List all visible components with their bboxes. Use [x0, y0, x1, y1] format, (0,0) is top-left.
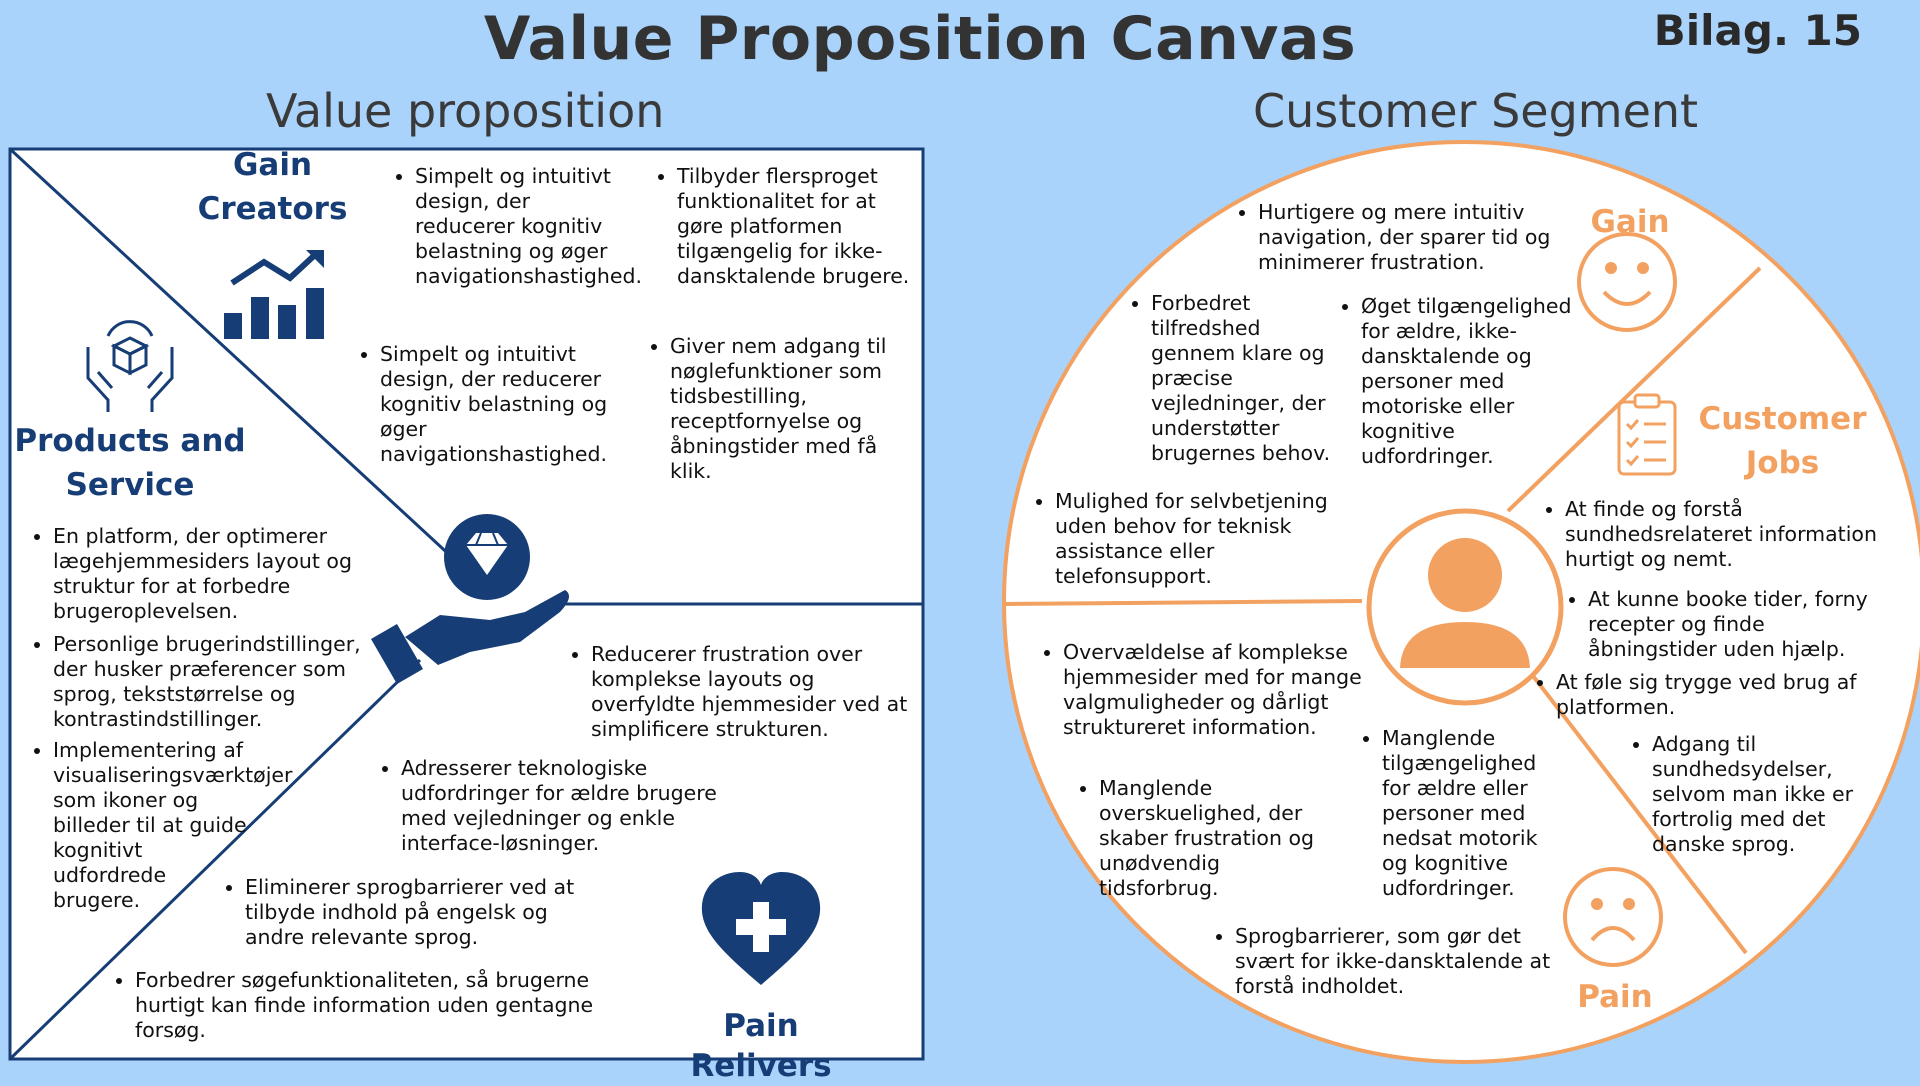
gain-item: Hurtigere og mere intuitiv navigation, d… — [1258, 200, 1573, 275]
gain-creator-block-1: Simpelt og intuitivt design, der reducer… — [390, 164, 642, 289]
appendix-label: Bilag. 15 — [1653, 6, 1862, 55]
pain-reliever-block-1: Reducerer frustration over komplekse lay… — [566, 642, 911, 742]
gain-item: Øget tilgængelighed for ældre, ikke-dans… — [1361, 294, 1581, 469]
pain-reliever-item: Reducerer frustration over komplekse lay… — [591, 642, 911, 742]
customer-job-item: At kunne booke tider, forny recepter og … — [1588, 587, 1893, 662]
customer-job-block-4: Adgang til sundhedsydelser, selvom man i… — [1627, 732, 1877, 857]
gain-creator-block-4: Giver nem adgang til nøglefunktioner som… — [645, 334, 915, 484]
products-block-1: En platform, der optimerer lægehjemmesid… — [28, 524, 383, 624]
heart-plus-icon — [701, 872, 821, 985]
pain-reliever-block-4: Forbedrer søgefunktionaliteten, så bruge… — [110, 968, 630, 1043]
customer-job-item: Adgang til sundhedsydelser, selvom man i… — [1652, 732, 1877, 857]
gain-creator-block-2: Tilbyder flersproget funktionalitet for … — [652, 164, 912, 289]
diamond-hand-icon — [371, 514, 569, 685]
product-item: Personlige brugerindstillinger, der husk… — [53, 632, 388, 732]
pain-block-4: Sprogbarrierer, som gør det svært for ik… — [1210, 924, 1560, 999]
products-block-3: Implementering af visualiseringsværktøje… — [28, 738, 292, 913]
divider-line-top — [8, 147, 457, 562]
pain-reliever-block-2: Adresserer teknologiske udfordringer for… — [376, 756, 751, 856]
pain-block-2: Manglende overskuelighed, der skaber fru… — [1074, 776, 1339, 901]
customer-job-block-3: At føle sig trygge ved brug af platforme… — [1531, 670, 1886, 720]
gain-creator-item: Simpelt og intuitivt design, der reducer… — [380, 342, 630, 467]
value-proposition-heading: Value proposition — [266, 84, 665, 138]
products-service-label: Products and Service — [14, 423, 246, 503]
pain-block-3: Manglende tilgængelighed for ældre eller… — [1357, 726, 1562, 901]
pain-reliever-block-3: Eliminerer sprogbarrierer ved at tilbyde… — [220, 875, 575, 950]
growth-chart-icon — [224, 249, 324, 339]
clipboard-icon — [1617, 393, 1677, 476]
customer-job-block-1: At finde og forstå sundhedsrelateret inf… — [1540, 497, 1880, 572]
circle-divider-left — [1003, 599, 1363, 606]
divider-line-bottom — [8, 658, 422, 1061]
circle-divider-upper-right — [1506, 266, 1762, 513]
pain-item: Sprogbarrierer, som gør det svært for ik… — [1235, 924, 1560, 999]
pain-block-1: Overvældelse af komplekse hjemmesider me… — [1038, 640, 1378, 740]
gain-creators-label: Gain Creators — [197, 147, 348, 227]
gain-label: Gain — [1590, 204, 1670, 240]
pain-item: Manglende overskuelighed, der skaber fru… — [1099, 776, 1339, 901]
sad-face-icon — [1563, 867, 1663, 967]
pain-item: Manglende tilgængelighed for ældre eller… — [1382, 726, 1562, 901]
hands-box-icon — [86, 320, 174, 412]
gain-creator-block-3: Simpelt og intuitivt design, der reducer… — [355, 342, 630, 467]
customer-job-item: At finde og forstå sundhedsrelateret inf… — [1565, 497, 1880, 572]
gain-creator-item: Simpelt og intuitivt design, der reducer… — [415, 164, 642, 289]
circle-divider-lower-right — [1528, 670, 1748, 955]
gain-block-2: Forbedret tilfredshed gennem klare og pr… — [1126, 291, 1341, 466]
product-item: Implementering af visualiseringsværktøje… — [53, 738, 292, 913]
gain-creator-item: Tilbyder flersproget funktionalitet for … — [677, 164, 912, 289]
pain-item: Overvældelse af komplekse hjemmesider me… — [1063, 640, 1378, 740]
smiley-icon — [1577, 232, 1677, 332]
customer-segment-heading: Customer Segment — [1253, 84, 1699, 138]
pain-reliever-item: Eliminerer sprogbarrierer ved at tilbyde… — [245, 875, 575, 950]
pain-reliever-item: Forbedrer søgefunktionaliteten, så bruge… — [135, 968, 630, 1043]
product-item: En platform, der optimerer lægehjemmesid… — [53, 524, 383, 624]
products-block-2: Personlige brugerindstillinger, der husk… — [28, 632, 388, 732]
user-icon — [1366, 508, 1564, 706]
pain-reliever-item: Adresserer teknologiske udfordringer for… — [401, 756, 751, 856]
gain-item: Forbedret tilfredshed gennem klare og pr… — [1151, 291, 1341, 466]
customer-jobs-label: Customer Jobs — [1698, 401, 1867, 481]
gain-block-3: Øget tilgængelighed for ældre, ikke-dans… — [1336, 294, 1581, 469]
gain-block-1: Hurtigere og mere intuitiv navigation, d… — [1233, 200, 1573, 275]
gain-creator-item: Giver nem adgang til nøglefunktioner som… — [670, 334, 915, 484]
gain-block-4: Mulighed for selvbetjening uden behov fo… — [1030, 489, 1360, 589]
pain-label: Pain — [1577, 979, 1653, 1015]
gain-item: Mulighed for selvbetjening uden behov fo… — [1055, 489, 1360, 589]
page-title: Value Proposition Canvas — [483, 4, 1357, 74]
customer-job-block-2: At kunne booke tider, forny recepter og … — [1563, 587, 1893, 662]
customer-job-item: At føle sig trygge ved brug af platforme… — [1556, 670, 1886, 720]
pain-relievers-label: Pain Relivers — [690, 1008, 832, 1084]
